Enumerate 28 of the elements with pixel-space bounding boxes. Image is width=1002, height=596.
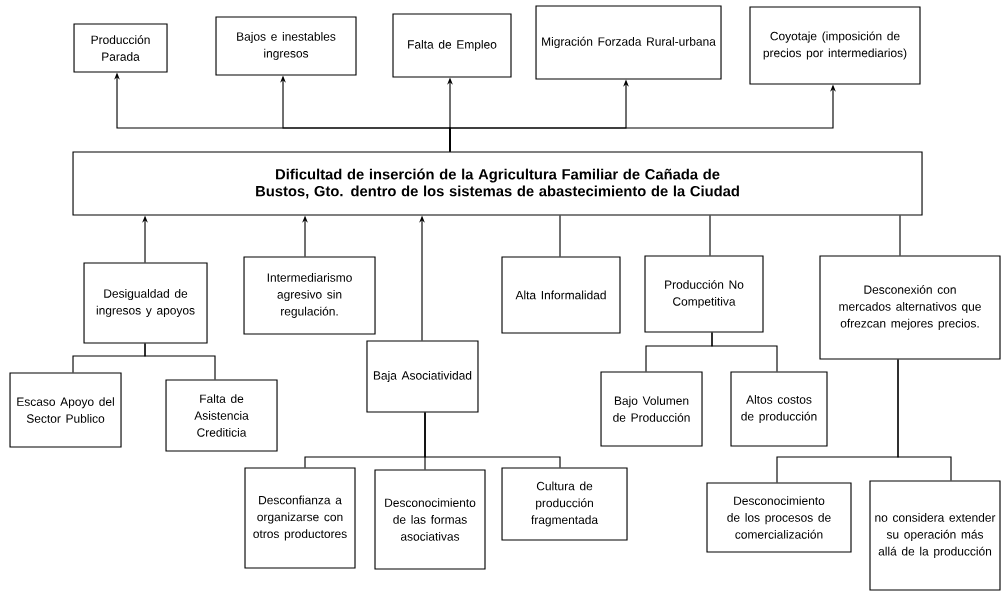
cause-box: Escaso Apoyo del Sector Publico — [9, 372, 122, 448]
connector-line — [709, 215, 711, 256]
cause-box: Bajo Volumen de Producción — [600, 371, 703, 447]
connector-line — [424, 411, 561, 468]
cause-box: Desigualdad de ingresos y apoyos — [83, 262, 208, 344]
cause-box: Desconfianza a organizarse con otros productores — [244, 467, 356, 569]
connector-line — [897, 358, 952, 481]
cause-box: Intermediarismo agresivo sin regulación. — [243, 256, 376, 335]
connector-line — [899, 215, 901, 256]
effect-box: Producción Parada — [73, 23, 168, 73]
problem-box: Dificultad de inserción de la Agricultura Familiar de Cañada de Bustos, Gto. dentro de los sistemas de abastecimiento de la Ciudad — [72, 151, 923, 216]
cause-box: Baja Asociatividad — [366, 340, 479, 413]
connector-line — [559, 215, 561, 257]
effect-box: Migración Forzada Rural-urbana — [535, 5, 722, 80]
cause-box: Desconocimiento de las formas asociativas — [374, 469, 486, 570]
cause-box: no considera extender su operación más allá de la producción — [869, 480, 1001, 591]
cause-box: Producción No Competitiva — [644, 255, 764, 333]
connector-line — [711, 332, 778, 372]
effect-box: Falta de Empleo — [392, 13, 512, 78]
cause-box: Falta de Asistencia Crediticia — [165, 379, 278, 452]
effect-box: Coyotaje (imposición de precios por intermediarios) — [749, 6, 921, 85]
cause-box: Alta Informalidad — [501, 256, 621, 334]
effect-box: Bajos e inestables ingresos — [215, 16, 357, 76]
cause-box: Desconexión con mercados alternativos que ofrezcan mejores precios. — [819, 255, 1001, 360]
cause-box: Cultura de producción fragmentada — [501, 467, 628, 541]
cause-box: Altos costos de producción — [730, 371, 828, 447]
cause-box: Desconocimiento de los procesos de comercialización — [706, 482, 852, 553]
connector-line — [144, 343, 216, 380]
